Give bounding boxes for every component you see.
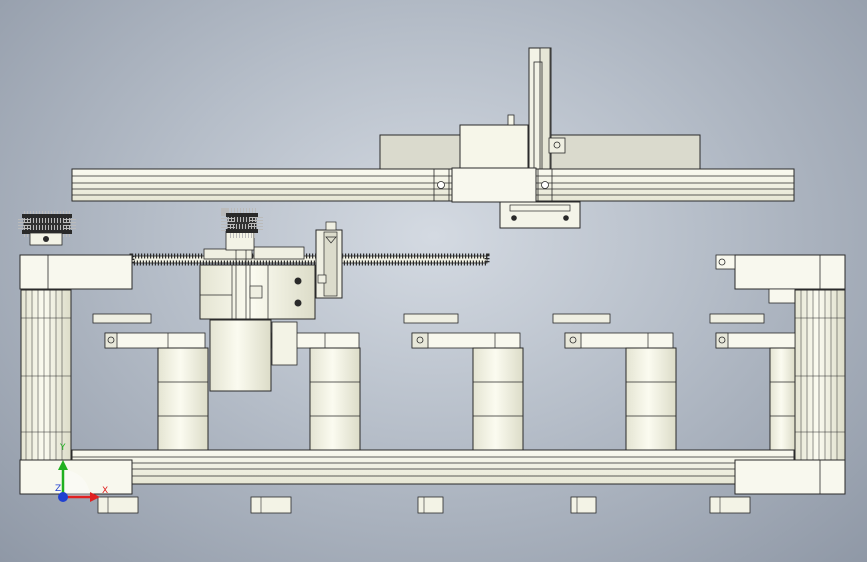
gear-rack xyxy=(129,253,490,266)
right-end-block-bottom xyxy=(734,459,846,495)
upper-motor-block xyxy=(459,114,529,171)
triad-x-arrow xyxy=(90,492,100,502)
base-feet xyxy=(97,496,751,514)
drive-motor-assembly xyxy=(199,229,316,392)
column-station-5 xyxy=(709,313,796,451)
left-belt-drum xyxy=(20,289,72,461)
column-station-4 xyxy=(552,313,677,451)
triad-z-label: Z xyxy=(55,484,62,494)
right-end-block-top xyxy=(715,254,846,304)
coordinate-triad[interactable] xyxy=(58,460,100,502)
column-station-1 xyxy=(92,313,209,451)
motor-pulley xyxy=(221,208,263,238)
right-belt-drum xyxy=(794,289,846,461)
sensor-bracket xyxy=(315,221,343,299)
triad-x-label: X xyxy=(102,486,109,496)
triad-y-label: Y xyxy=(60,443,66,453)
left-end-block-top xyxy=(19,254,133,290)
triad-z-axis xyxy=(58,492,68,502)
upper-carriage xyxy=(451,167,581,229)
column-station-3 xyxy=(403,313,524,451)
triad-y-arrow xyxy=(58,460,68,470)
upper-linear-rail xyxy=(71,168,795,202)
left-end-block-bottom xyxy=(19,459,133,495)
left-timing-pulley xyxy=(18,211,76,246)
lower-base-rail xyxy=(71,449,795,485)
